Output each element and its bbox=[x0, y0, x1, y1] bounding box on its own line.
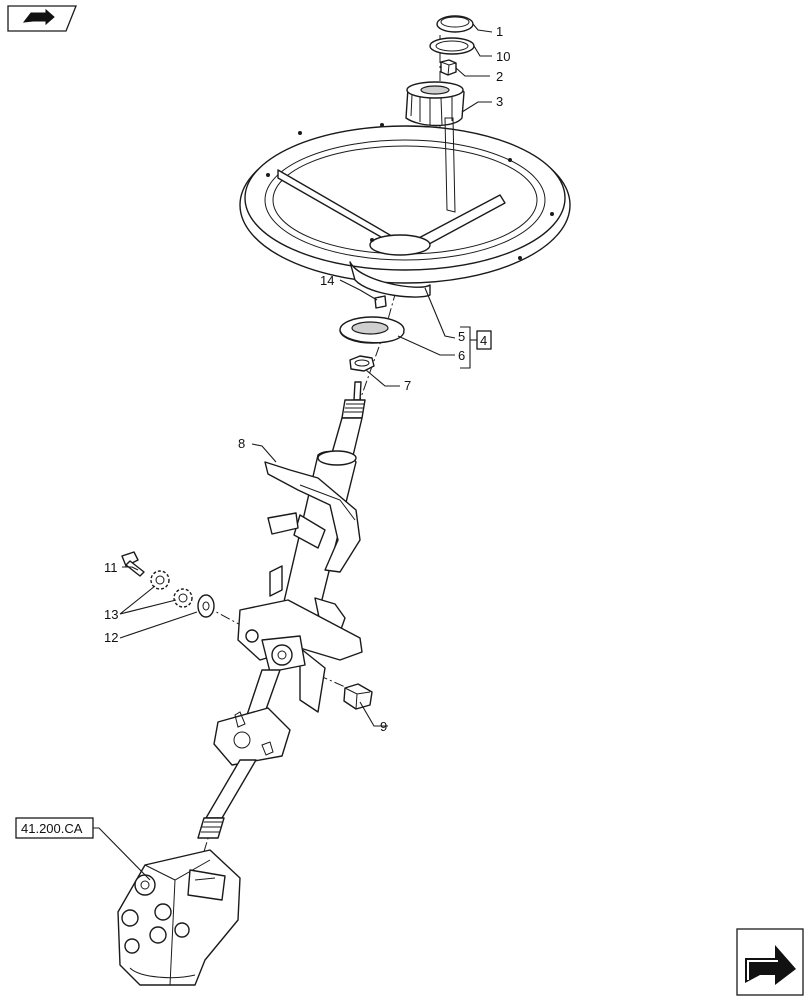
section-reference-label: 41.200.CA bbox=[21, 821, 83, 836]
callout-13: 13 bbox=[104, 607, 118, 622]
nut-part-7 bbox=[349, 355, 375, 372]
centerline-wheel bbox=[384, 134, 441, 331]
nut-part-2 bbox=[440, 59, 457, 76]
bolt-part-9 bbox=[343, 683, 373, 710]
callout-labels: 1 10 2 3 14 5 6 7 8 11 13 12 9 bbox=[104, 24, 510, 734]
flat-washer-part-12 bbox=[197, 594, 215, 618]
hub-cover-part-3 bbox=[405, 81, 465, 127]
callout-3: 3 bbox=[496, 94, 503, 109]
steering-unit bbox=[117, 849, 241, 986]
callout-9: 9 bbox=[380, 719, 387, 734]
leader-lines bbox=[93, 23, 493, 881]
dust-seal-part-6 bbox=[339, 316, 405, 344]
cap-part-1 bbox=[436, 15, 474, 33]
steering-wheel bbox=[239, 117, 571, 298]
callout-6: 6 bbox=[458, 348, 465, 363]
callout-8: 8 bbox=[238, 436, 245, 451]
callout-2: 2 bbox=[496, 69, 503, 84]
ring-part-10 bbox=[429, 37, 475, 55]
book-arrow-icon[interactable] bbox=[7, 5, 77, 32]
bolt-part-11 bbox=[121, 551, 145, 577]
callout-11: 11 bbox=[104, 560, 118, 575]
star-washer-part-13b bbox=[173, 588, 193, 608]
star-washer-part-13a bbox=[150, 570, 170, 590]
group-ref-box[interactable]: 4 bbox=[476, 330, 492, 350]
group-ref-label: 4 bbox=[480, 333, 487, 348]
callout-10: 10 bbox=[496, 49, 510, 64]
steering-column bbox=[197, 381, 366, 839]
callout-12: 12 bbox=[104, 630, 118, 645]
section-reference-link[interactable]: 41.200.CA bbox=[15, 817, 94, 839]
callout-7: 7 bbox=[404, 378, 411, 393]
next-page-arrow-icon[interactable] bbox=[736, 928, 804, 996]
spacer-part-14 bbox=[374, 295, 387, 309]
callout-1: 1 bbox=[496, 24, 503, 39]
callout-14: 14 bbox=[320, 273, 334, 288]
callout-5: 5 bbox=[458, 329, 465, 344]
